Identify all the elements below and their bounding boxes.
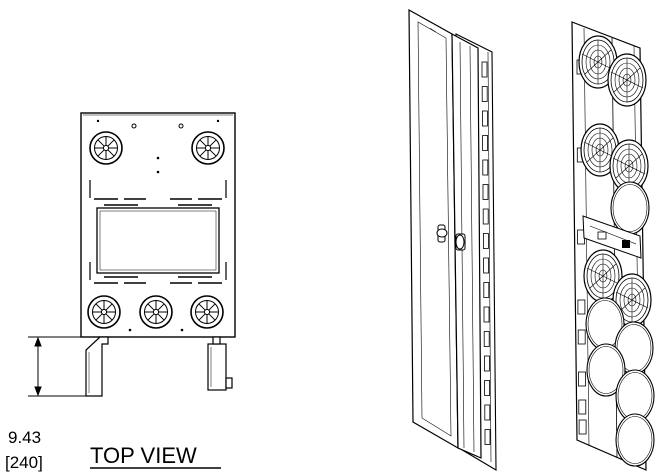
fan-top-left-icon — [89, 131, 123, 165]
fan-bottom-left-icon — [87, 295, 121, 329]
fan-panel-drawing — [571, 21, 655, 471]
fan-top-right-icon — [191, 131, 225, 165]
fan-bottom-right-icon — [190, 295, 224, 329]
dimension-mm-label: [240] — [5, 453, 43, 472]
fan-bottom-center-icon — [139, 295, 173, 329]
door-panel-drawing — [408, 8, 497, 471]
top-view-drawing — [28, 112, 236, 397]
top-view-label: TOP VIEW — [90, 443, 197, 468]
dimension-inches-label: 9.43 — [8, 428, 41, 447]
